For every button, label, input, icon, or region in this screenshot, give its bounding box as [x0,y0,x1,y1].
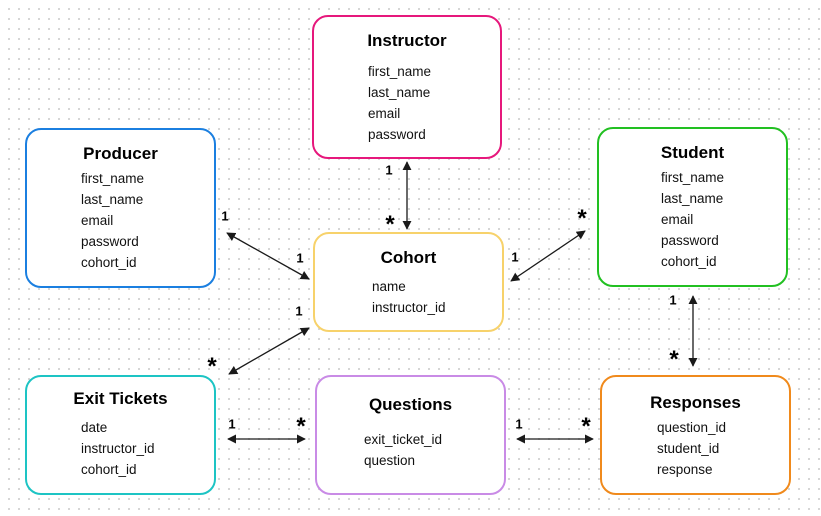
entity-student[interactable]: Student first_name last_name email passw… [597,127,788,287]
cardinality-label-from: 1 [511,249,519,265]
field-list: first_name last_name email password coho… [81,168,144,273]
field-question: question [364,453,416,468]
field-email: email [81,213,114,228]
cardinality-label-to: 1 [296,250,304,266]
field-cohort-id: cohort_id [81,255,137,270]
field-last-name: last_name [661,191,724,206]
field-first-name: first_name [368,64,432,79]
field-last-name: last_name [81,192,144,207]
cardinality-label-from: 1 [295,303,303,319]
entity-title: Questions [368,395,453,414]
field-exit-ticket-id: exit_ticket_id [364,432,443,447]
entity-producer[interactable]: Producer first_name last_name email pass… [25,128,216,288]
field-first-name: first_name [661,170,725,185]
cardinality-label-from: 1 [385,162,393,178]
entity-title: Responses [650,393,741,412]
entity-exit-tickets[interactable]: Exit Tickets date instructor_id cohort_i… [25,375,216,495]
field-list: date instructor_id cohort_id [81,417,155,480]
cardinality-label-to: * [581,413,591,440]
entity-cohort[interactable]: Cohort name instructor_id [313,232,504,332]
entity-title: Cohort [380,248,437,267]
field-list: first_name last_name email password coho… [661,167,724,272]
field-student-id: student_id [657,441,720,456]
entity-questions[interactable]: Questions exit_ticket_id question [315,375,506,495]
field-list: question_id student_id response [657,417,726,480]
entity-responses[interactable]: Responses question_id student_id respons… [600,375,791,495]
cardinality-label-to: * [296,413,306,440]
cardinality-label-to: * [207,353,217,380]
field-last-name: last_name [368,85,431,100]
field-email: email [661,212,694,227]
cardinality-label-from: 1 [228,416,236,432]
relationship-edge-cohort-student [510,230,586,282]
cardinality-label-to: * [669,346,679,373]
field-name: name [372,279,406,294]
entity-title: Exit Tickets [73,389,168,408]
entity-title: Student [660,143,725,162]
field-question-id: question_id [657,420,727,435]
cardinality-label-from: 1 [515,416,523,432]
field-email: email [368,106,401,121]
field-password: password [81,234,139,249]
field-first-name: first_name [81,171,145,186]
entity-title: Producer [83,144,158,163]
field-password: password [661,233,719,248]
entity-instructor[interactable]: Instructor first_name last_name email pa… [312,15,502,159]
field-response: response [657,462,713,477]
cardinality-label-from: 1 [221,208,229,224]
field-password: password [368,127,426,142]
field-instructor-id: instructor_id [81,441,155,456]
cardinality-label-to: * [577,205,587,232]
field-list: first_name last_name email password [368,61,431,145]
cardinality-label-from: 1 [669,292,677,308]
field-date: date [81,420,108,435]
relationship-edge-cohort-exit-tickets [228,327,310,375]
field-cohort-id: cohort_id [81,462,137,477]
field-cohort-id: cohort_id [661,254,717,269]
field-list: exit_ticket_id question [364,429,442,471]
field-list: name instructor_id [372,276,446,318]
entity-title: Instructor [367,31,447,50]
field-instructor-id: instructor_id [372,300,446,315]
cardinality-label-to: * [385,211,395,238]
